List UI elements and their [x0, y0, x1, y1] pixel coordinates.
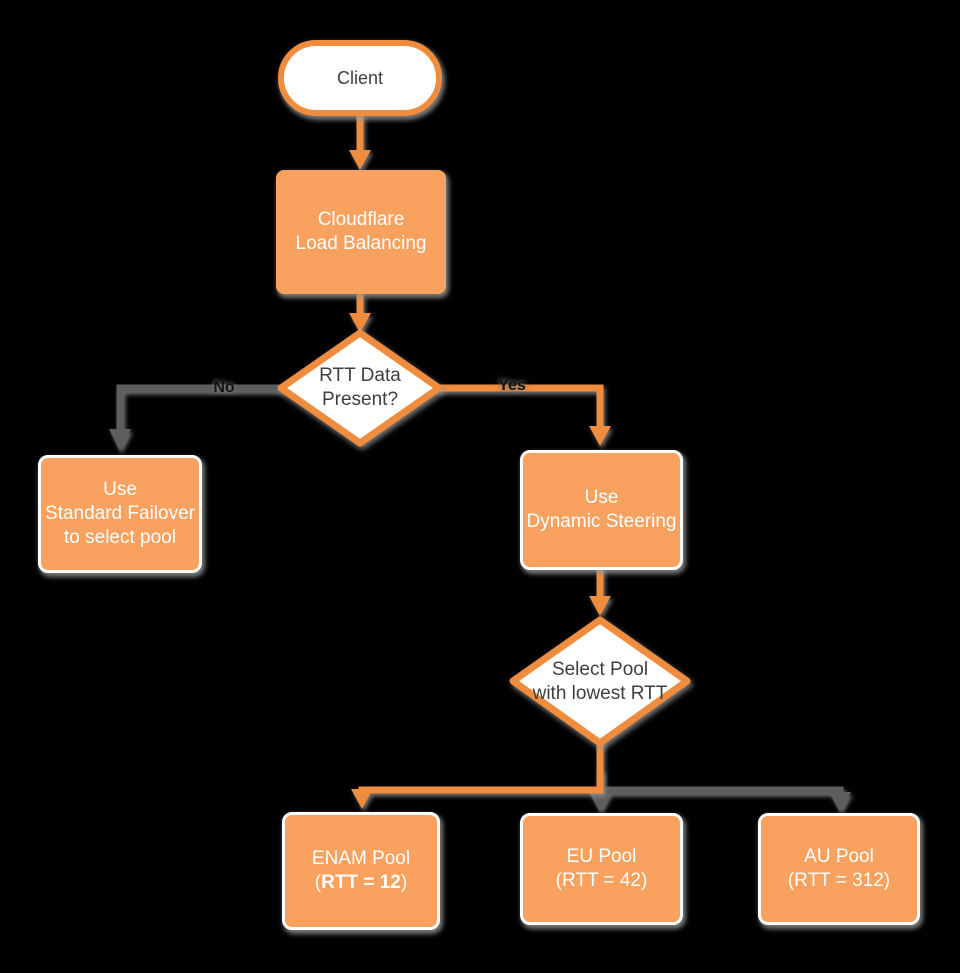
arrowhead-eu-branch: [589, 792, 611, 812]
arrowhead-au-branch: [829, 792, 851, 812]
node-load-balancing-line1: Cloudflare: [317, 209, 405, 230]
node-client: Client: [278, 40, 442, 116]
node-rtt-decision: RTT Data Present?: [274, 326, 446, 450]
node-load-balancing-line2: Load Balancing: [295, 233, 427, 254]
select-pool-diamond-shape: [509, 616, 691, 747]
node-client-label: Client: [336, 67, 384, 88]
enam-paren-open: (: [314, 872, 322, 893]
connector-no-branch: [116, 384, 284, 431]
arrowhead-enam-branch: [351, 789, 373, 809]
arrowhead-yes-branch: [589, 426, 611, 446]
node-rtt-decision-label: RTT Data Present?: [274, 326, 446, 450]
node-rtt-decision-line2: Present?: [321, 389, 399, 410]
node-standard-failover-line1: Use: [103, 479, 137, 500]
node-standard-failover: Use Standard Failover to select pool: [38, 455, 202, 573]
node-dynamic-steering-line2: Dynamic Steering: [526, 511, 677, 532]
node-dynamic-steering-line1: Use: [584, 487, 619, 508]
gray-connectors: [109, 384, 851, 812]
edge-label-no: No: [213, 379, 235, 396]
enam-rtt-value: RTT = 12: [321, 872, 401, 893]
node-select-pool-line2: with lowest RTT: [532, 682, 668, 704]
node-eu-pool-line1: EU Pool: [566, 846, 637, 867]
node-rtt-decision-line1: RTT Data: [319, 365, 401, 386]
edge-label-yes: Yes: [498, 377, 526, 394]
enam-paren-close: ): [400, 872, 408, 893]
arrowhead-no-branch: [109, 429, 131, 451]
node-select-pool-label: Select Pool with lowest RTT: [505, 612, 695, 751]
node-enam-pool-line2: (RTT = 12): [315, 871, 407, 895]
node-load-balancing: Cloudflare Load Balancing: [276, 170, 446, 294]
connector-au-branch: [600, 786, 844, 794]
node-eu-pool-line2: (RTT = 42): [555, 870, 648, 891]
node-enam-pool-line1: ENAM Pool: [311, 848, 411, 869]
node-au-pool-line2: (RTT = 312): [787, 870, 891, 891]
node-select-pool: Select Pool with lowest RTT: [505, 612, 695, 751]
node-standard-failover-line3: to select pool: [64, 527, 176, 548]
node-au-pool-line1: AU Pool: [804, 846, 874, 867]
node-dynamic-steering: Use Dynamic Steering: [520, 450, 683, 570]
node-enam-pool: ENAM Pool (RTT = 12): [282, 812, 440, 930]
node-au-pool: AU Pool (RTT = 312): [758, 813, 920, 925]
node-eu-pool: EU Pool (RTT = 42): [520, 813, 683, 925]
node-standard-failover-line2: Standard Failover: [45, 503, 195, 524]
rtt-decision-diamond-shape: [277, 329, 443, 447]
node-select-pool-line1: Select Pool: [551, 658, 649, 680]
arrowhead-client-to-loadbalancing: [349, 150, 371, 170]
